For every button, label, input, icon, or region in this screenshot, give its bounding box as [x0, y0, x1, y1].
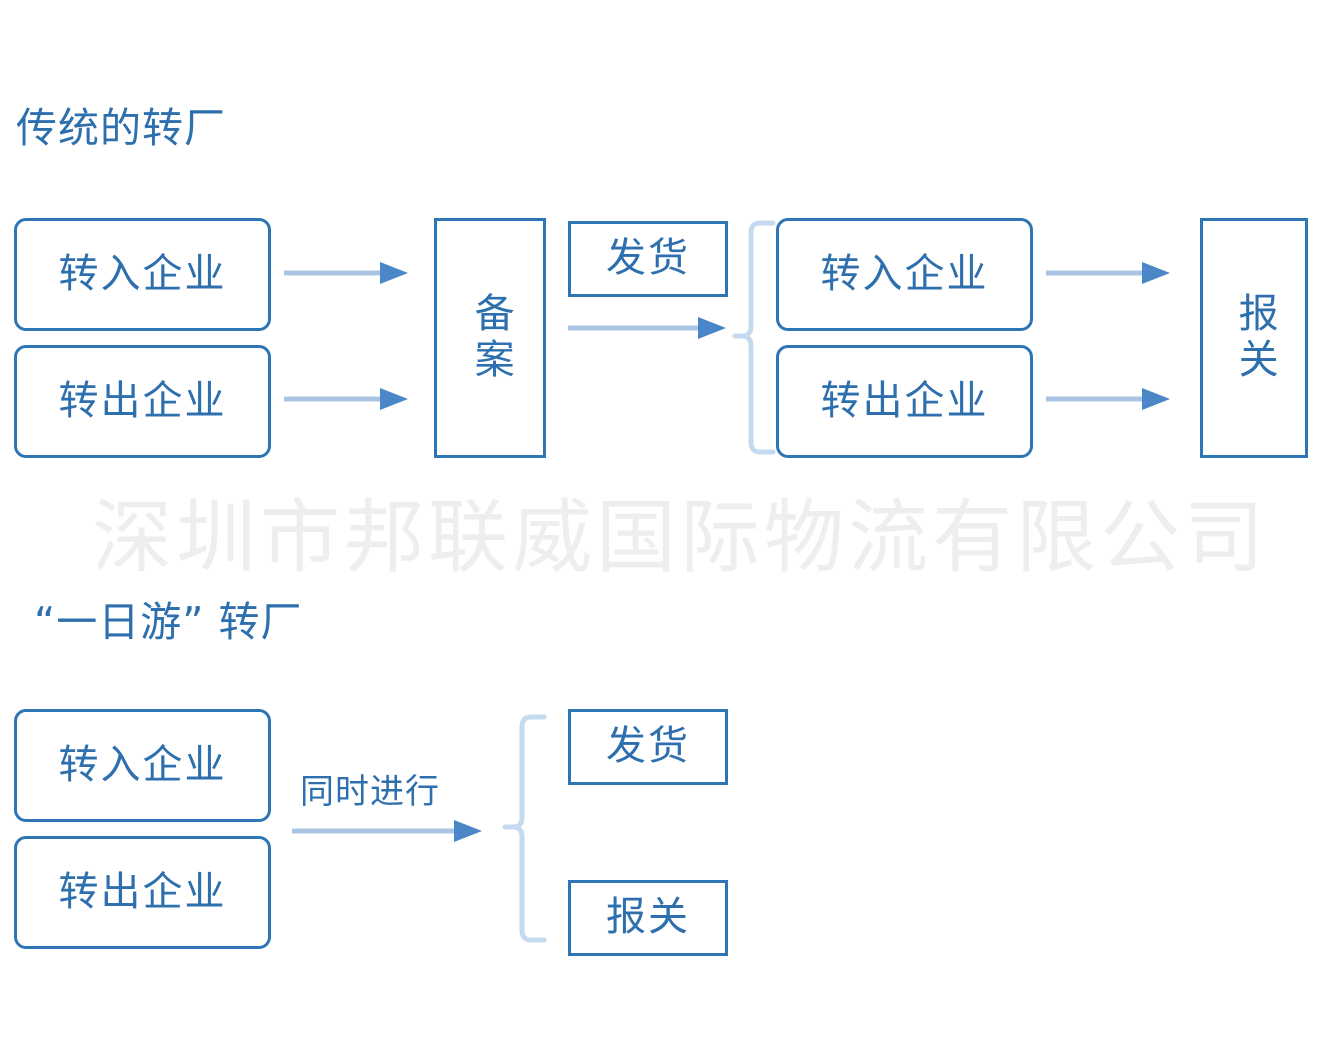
- node-transfer-out-2: 转出企业: [776, 345, 1033, 458]
- node-customs-declaration-traditional: 报关: [1200, 218, 1308, 458]
- node-shipment-traditional: 发货: [568, 221, 728, 297]
- node-transfer-in-1: 转入企业: [14, 218, 271, 331]
- branch-bracket-one-day-tour: [502, 714, 548, 946]
- arrow-record-to-branch: [568, 315, 726, 341]
- section-title-one-day-tour: “一日游” 转厂: [34, 598, 303, 646]
- node-record-filing: 备案: [434, 218, 546, 458]
- node-label: 转出企业: [820, 377, 989, 424]
- node-transfer-in-3: 转入企业: [14, 709, 271, 822]
- node-label: 转出企业: [58, 377, 227, 424]
- node-label: 发货: [606, 235, 690, 282]
- arrow-out1-to-record: [284, 386, 408, 412]
- arrow-in1-to-record: [284, 260, 408, 286]
- node-transfer-out-3: 转出企业: [14, 836, 271, 949]
- node-label: 发货: [606, 723, 690, 770]
- node-label: 备案: [467, 292, 514, 384]
- arrow-simultaneous: [292, 818, 482, 844]
- node-label: 转入企业: [58, 741, 227, 788]
- node-label: 报关: [1231, 292, 1278, 384]
- node-label: 转出企业: [58, 868, 227, 915]
- node-shipment-one-day-tour: 发货: [568, 709, 728, 785]
- company-watermark: 深圳市邦联威国际物流有限公司: [92, 491, 1268, 584]
- section-title-traditional: 传统的转厂: [16, 104, 226, 152]
- node-customs-declaration-one-day-tour: 报关: [568, 880, 728, 956]
- node-label: 转入企业: [820, 250, 989, 297]
- arrow-out2-to-declaration: [1046, 386, 1170, 412]
- arrow-label-simultaneous: 同时进行: [300, 772, 440, 812]
- node-transfer-in-2: 转入企业: [776, 218, 1033, 331]
- branch-bracket-traditional: [732, 220, 777, 458]
- arrow-in2-to-declaration: [1046, 260, 1170, 286]
- node-label: 报关: [606, 894, 690, 941]
- node-label: 转入企业: [58, 250, 227, 297]
- node-transfer-out-1: 转出企业: [14, 345, 271, 458]
